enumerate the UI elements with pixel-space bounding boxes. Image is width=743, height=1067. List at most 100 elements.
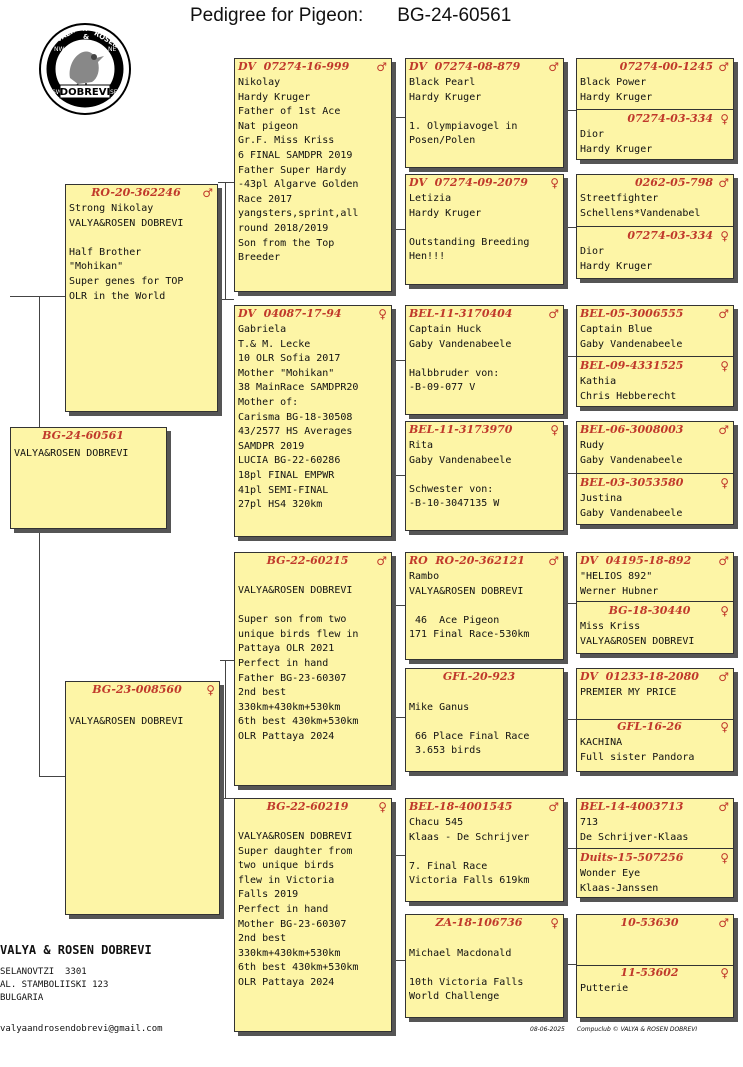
- connector: [564, 848, 576, 849]
- pedigree-card-gen4[interactable]: DV 07274-09-2079♀ Letizia Hardy Kruger O…: [405, 174, 564, 285]
- breeder-email[interactable]: valyaandrosendobrevi@gmail.com: [0, 1024, 163, 1034]
- divider: [577, 601, 733, 602]
- ring-prefix: DV: [238, 60, 256, 73]
- card-text: 713 De Schrijver-Klaas: [580, 817, 689, 843]
- pedigree-card-gen4[interactable]: RO RO-20-362121♂ Rambo VALYA&ROSEN DOBRE…: [405, 552, 564, 660]
- ring-number: BG-22-60215: [266, 554, 349, 567]
- card-text: Letizia Hardy Kruger Outstanding Breedin…: [409, 193, 530, 263]
- connector: [218, 299, 234, 300]
- male-icon: ♂: [548, 800, 559, 814]
- connector: [392, 605, 405, 606]
- ring-number: BG-18-30440: [608, 604, 691, 618]
- connector: [392, 360, 405, 361]
- card-text: KACHINA Full sister Pandora: [580, 737, 695, 763]
- ring-prefix: DV: [409, 60, 427, 73]
- ring-number: BEL-11-3173970: [409, 423, 513, 436]
- logo-ne: NE: [108, 46, 116, 53]
- female-icon: ♀: [720, 476, 729, 491]
- pedigree-card-gen4[interactable]: BEL-11-3170404♂ Captain Huck Gaby Vanden…: [405, 305, 564, 415]
- pedigree-card-gen5-pair[interactable]: 07274-00-1245♂ Black Power Hardy Kruger …: [576, 58, 734, 160]
- card-text: Captain Huck Gaby Vandenabeele Halbbrude…: [409, 324, 512, 394]
- card-text: [577, 931, 733, 965]
- logo-nw: NW: [54, 46, 64, 53]
- connector: [564, 719, 576, 720]
- connector: [564, 356, 576, 357]
- connector: [564, 603, 576, 604]
- pedigree-card-gen4[interactable]: BEL-18-4001545 ♂ Chacu 545 Klaas - De Sch…: [405, 798, 564, 902]
- pedigree-card-sire[interactable]: RO-20-362246♂ Strong Nikolay VALYA&ROSEN…: [65, 184, 218, 412]
- ring-number: 0262-05-798: [634, 176, 713, 189]
- title-label: Pedigree for Pigeon:: [190, 5, 364, 26]
- pedigree-card-dam[interactable]: BG-23-008560♀ VALYA&ROSEN DOBREVI: [65, 681, 220, 915]
- card-text: Michael Macdonald 10th Victoria Falls Wo…: [409, 947, 524, 1003]
- pedigree-card-gen5-pair[interactable]: DV 04195-18-892♂ "HELIOS 892" Werner Hub…: [576, 552, 734, 654]
- pedigree-card-gen5-pair[interactable]: DV 01233-18-2080♂ PREMIER MY PRICE GFL-1…: [576, 668, 734, 772]
- pedigree-card-sire-dam[interactable]: DV 04087-17-94♀ Gabriela T.& M. Lecke 10…: [234, 305, 392, 537]
- card-text: Captain Blue Gaby Vandenabeele: [580, 324, 683, 350]
- connector: [392, 475, 405, 476]
- card-text: Miss Kriss VALYA&ROSEN DOBREVI: [580, 621, 695, 647]
- card-text: Black Pearl Hardy Kruger 1. Olympiavogel…: [409, 77, 518, 147]
- ring-prefix: RO: [409, 554, 428, 567]
- footer-date: 08-06-2025: [530, 1026, 565, 1033]
- logo-south: S: [83, 108, 87, 115]
- pedigree-card-gen5-pair[interactable]: 10-53630♂ 11-53602♀ Putterie: [576, 914, 734, 1018]
- female-icon: ♀: [720, 851, 729, 866]
- connector: [564, 227, 576, 228]
- card-text: Putterie: [580, 983, 629, 994]
- logo-bottom-text: DOBREVI: [60, 87, 110, 98]
- card-text: Wonder Eye Klaas-Janssen: [580, 868, 659, 894]
- pedigree-card-subject[interactable]: BG-24-60561 VALYA&ROSEN DOBREVI: [10, 427, 167, 529]
- ring-number: BEL-11-3170404: [409, 307, 513, 320]
- female-icon: ♀: [550, 916, 559, 930]
- pedigree-card-gen4[interactable]: GFL-20-923 Mike Ganus 66 Place Final Rac…: [405, 668, 564, 772]
- pedigree-card-gen5-pair[interactable]: BEL-06-3008003♂ Rudy Gaby Vandenabeele B…: [576, 421, 734, 525]
- male-icon: ♂: [548, 60, 559, 74]
- male-icon: ♂: [718, 60, 729, 74]
- female-icon: ♀: [720, 966, 729, 980]
- ring-number: 01233-18-2080: [605, 670, 699, 683]
- ring-number: BG-22-60219: [266, 800, 349, 813]
- divider: [577, 965, 733, 966]
- pedigree-card-dam-dam[interactable]: BG-22-60219♀ VALYA&ROSEN DOBREVI Super d…: [234, 798, 392, 1032]
- female-icon: ♀: [378, 307, 387, 321]
- card-text: Rita Gaby Vandenabeele Schwester von: -B…: [409, 440, 512, 510]
- card-text: Strong Nikolay VALYA&ROSEN DOBREVI Half …: [69, 203, 184, 302]
- male-icon: ♂: [718, 670, 729, 684]
- ring-number: 07274-09-2079: [434, 176, 528, 189]
- pedigree-card-gen4[interactable]: BEL-11-3173970♀ Rita Gaby Vandenabeele S…: [405, 421, 564, 531]
- card-text: Chacu 545 Klaas - De Schrijver 7. Final …: [409, 817, 530, 887]
- female-icon: ♀: [720, 720, 729, 734]
- ring-number: BEL-03-3053580: [580, 476, 684, 490]
- ring-number: BEL-05-3006555: [580, 307, 684, 320]
- ring-number: BEL-14-4003713: [580, 800, 684, 813]
- divider: [577, 848, 733, 849]
- address-line: BULGARIA: [0, 993, 44, 1003]
- connector: [39, 296, 40, 428]
- ring-number: 07274-00-1245: [619, 60, 713, 73]
- card-text: VALYA&ROSEN DOBREVI Super son from two u…: [238, 585, 359, 742]
- ring-number: 11-53602: [620, 966, 679, 979]
- ring-number: BEL-18-4001545: [409, 800, 513, 813]
- pedigree-card-gen4[interactable]: ZA-18-106736♀ Michael Macdonald 10th Vic…: [405, 914, 564, 1018]
- card-text: PREMIER MY PRICE: [580, 687, 677, 698]
- pedigree-card-gen5-pair[interactable]: BEL-14-4003713♂ 713 De Schrijver-Klaas D…: [576, 798, 734, 898]
- connector: [220, 798, 234, 799]
- pedigree-card-gen5-pair[interactable]: BEL-05-3006555♂ Captain Blue Gaby Vanden…: [576, 305, 734, 407]
- male-icon: ♂: [548, 554, 559, 568]
- card-text: VALYA&ROSEN DOBREVI: [69, 716, 184, 727]
- ring-number: RO-20-362246: [91, 186, 181, 199]
- connector: [225, 660, 226, 798]
- female-icon: ♀: [720, 112, 729, 127]
- male-icon: ♂: [376, 554, 387, 568]
- pedigree-card-sire-sire[interactable]: DV 07274-16-999♂ Nikolay Hardy Kruger Fa…: [234, 58, 392, 292]
- card-text: "HELIOS 892" Werner Hubner: [580, 571, 659, 597]
- pedigree-card-gen5-pair[interactable]: 0262-05-798♂ Streetfighter Schellens*Van…: [576, 174, 734, 279]
- pedigree-card-gen4[interactable]: DV 07274-08-879♂ Black Pearl Hardy Kruge…: [405, 58, 564, 168]
- ring-number: RO-20-362121: [435, 554, 525, 567]
- logo-north: N: [82, 25, 87, 33]
- pedigree-card-dam-sire[interactable]: BG-22-60215 ♂ VALYA&ROSEN DOBREVI Super s…: [234, 552, 392, 786]
- ring-number: GFL-20-923: [442, 670, 516, 683]
- address-line: SELANOVTZI 3301: [0, 967, 87, 977]
